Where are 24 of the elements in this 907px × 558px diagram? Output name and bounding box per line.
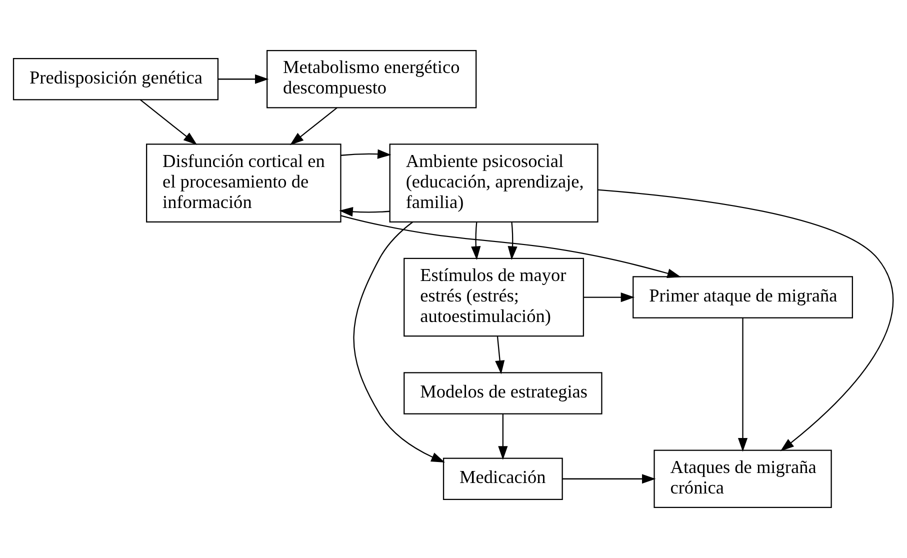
arrow xyxy=(340,149,392,159)
arrow xyxy=(339,206,390,217)
arrow xyxy=(584,292,635,302)
arrow xyxy=(340,215,682,278)
node-box: Estímulos de mayor estrés (estrés; autoestimulación) xyxy=(404,258,584,337)
arrow xyxy=(471,222,481,260)
node-box: Predisposición genética xyxy=(12,58,219,100)
arrow xyxy=(562,474,656,484)
arrow xyxy=(495,336,505,374)
node-box: Ambiente psicosocial (educación, aprendizaje, familia) xyxy=(389,144,598,222)
node-box: Medicación xyxy=(442,458,563,500)
node-box: Metabolismo energético descompuesto xyxy=(266,50,477,108)
arrow xyxy=(290,107,338,146)
node-box: Disfunción cortical en el procesamiento de información xyxy=(146,144,342,222)
arrow xyxy=(498,414,508,460)
arrow xyxy=(598,189,894,452)
arrow xyxy=(218,74,269,84)
node-box: Ataques de migraña crónica xyxy=(654,450,832,508)
node-box: Primer ataque de migraña xyxy=(632,276,853,318)
arrow xyxy=(140,99,198,145)
node-box: Modelos de estrategias xyxy=(404,372,602,414)
arrow xyxy=(508,222,518,260)
arrow xyxy=(738,318,748,452)
arrow xyxy=(353,222,445,463)
